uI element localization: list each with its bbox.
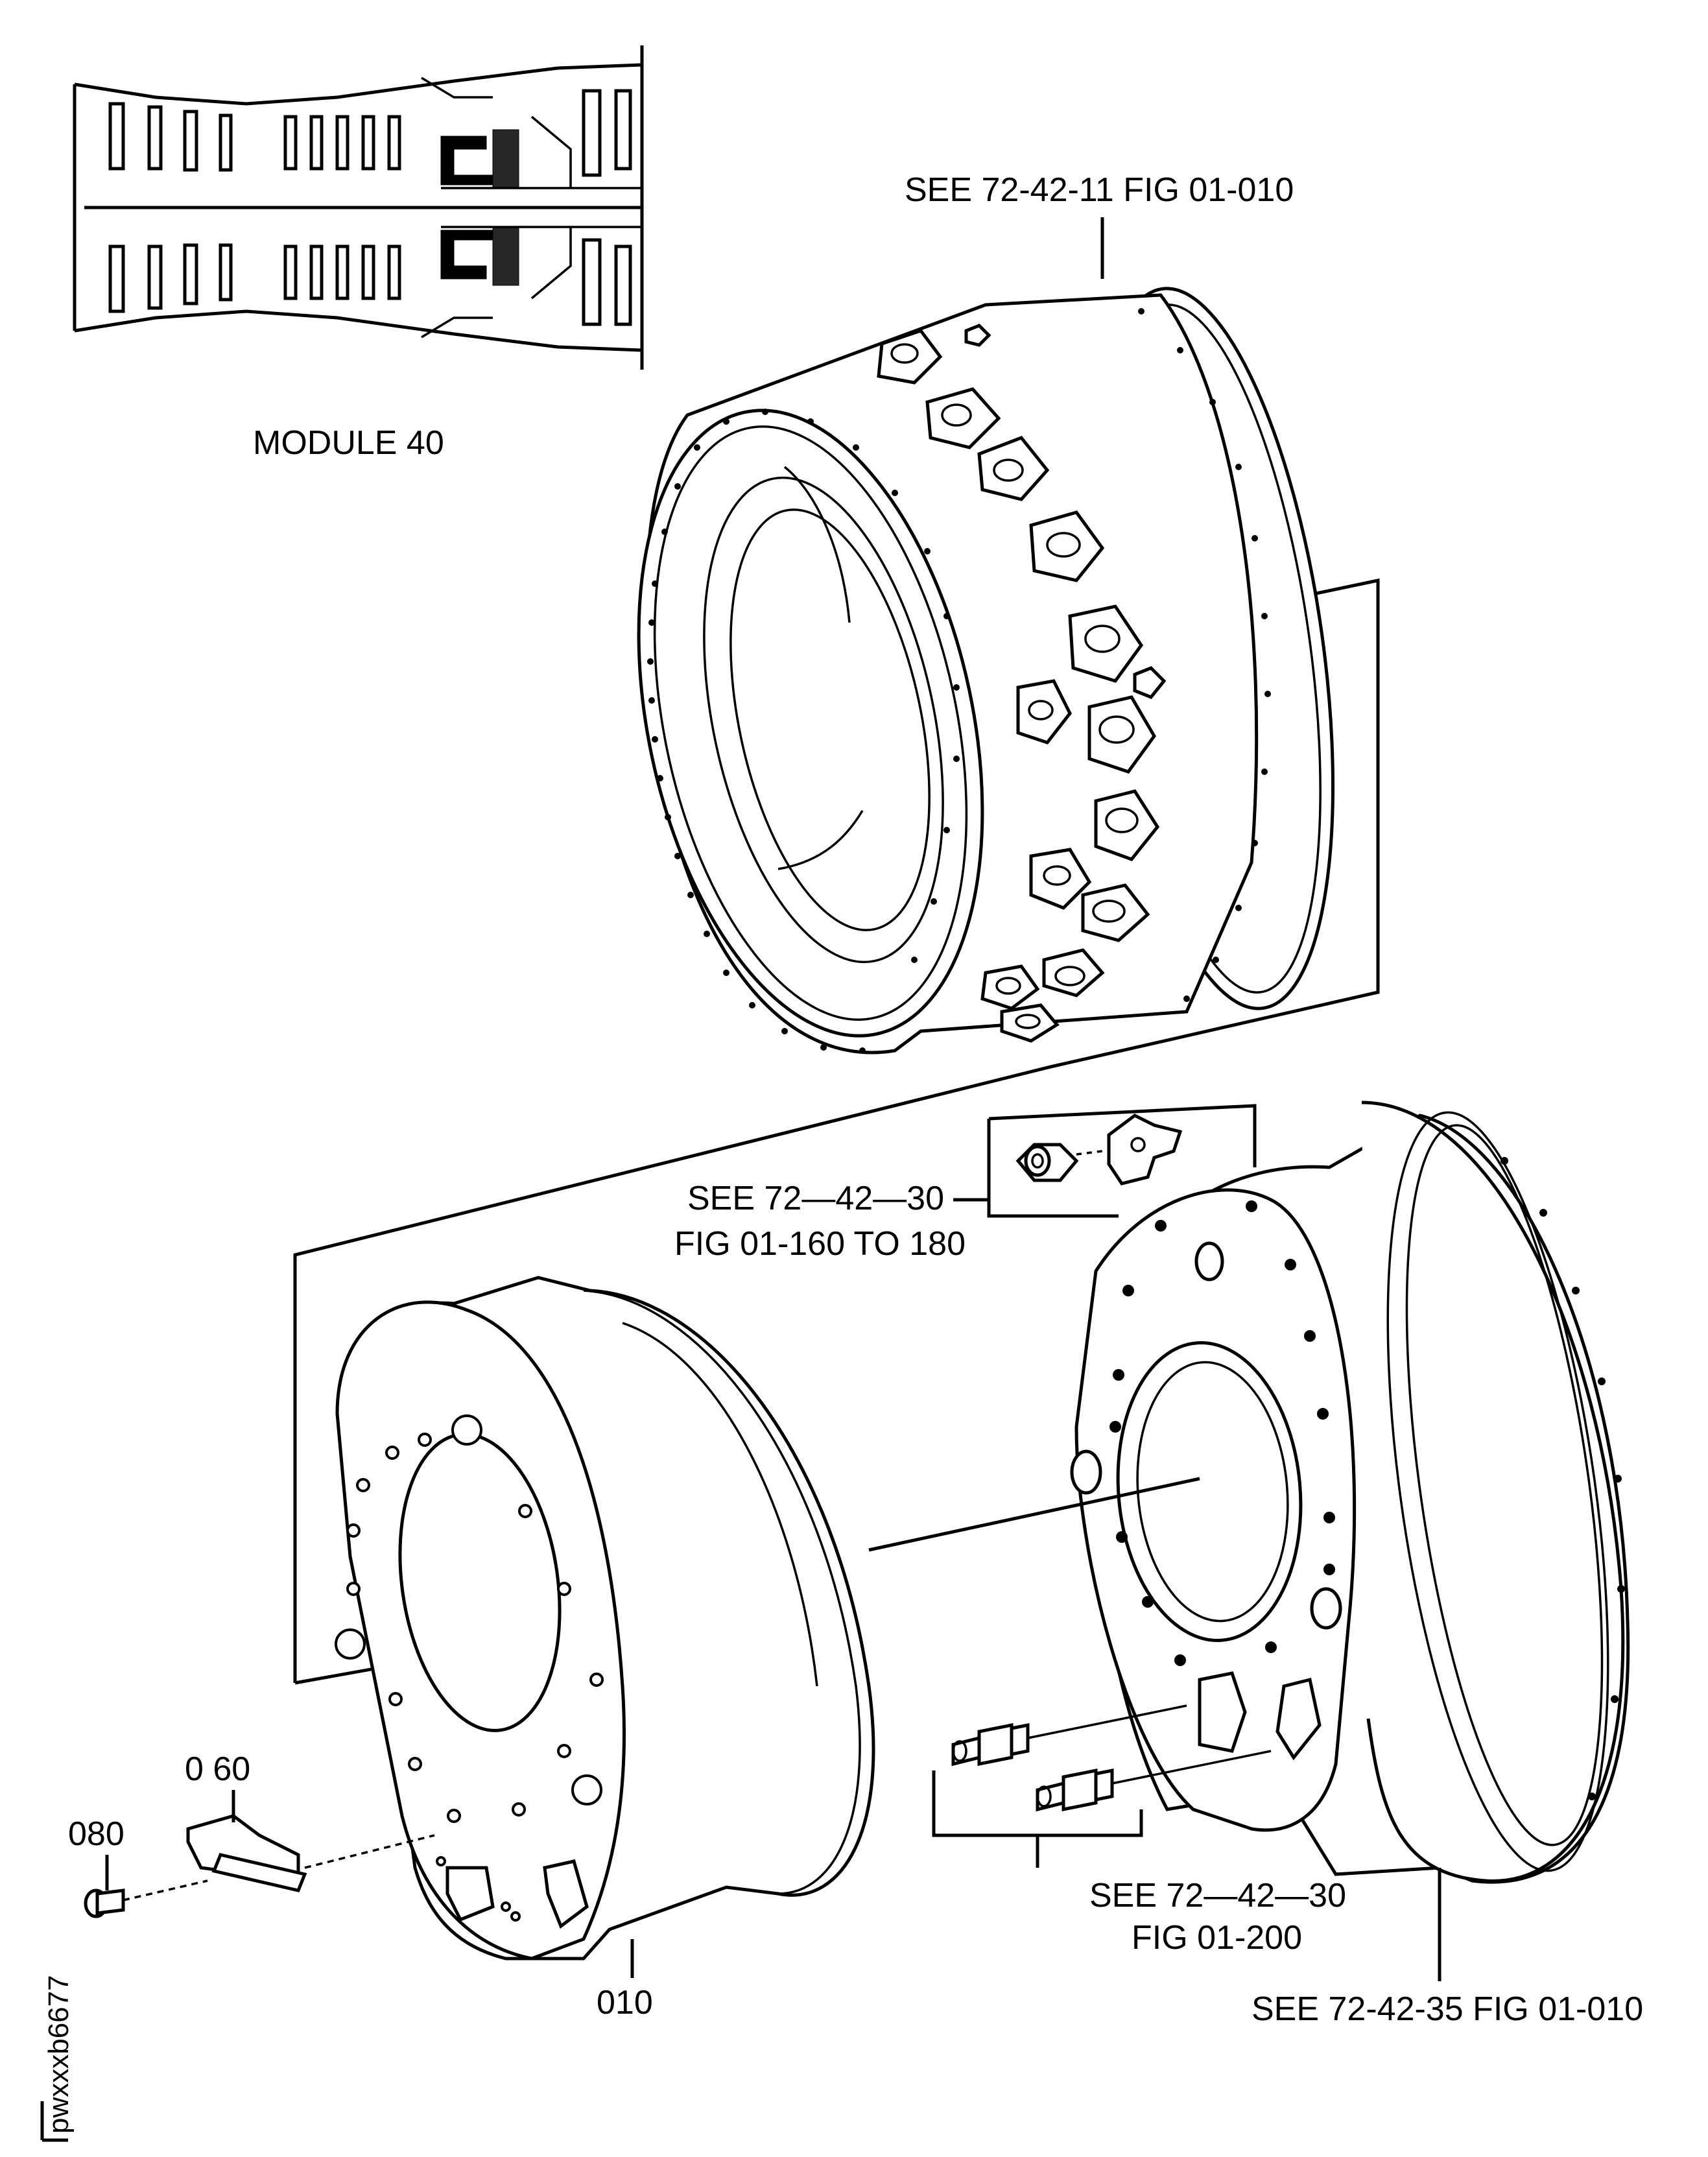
centerline-right: [868, 1477, 1200, 1552]
lock-washer: [1107, 1114, 1183, 1186]
hex-nut: [1015, 1143, 1079, 1182]
module-40-cross-section: [71, 45, 648, 370]
item-060-label: 0 60: [185, 1750, 250, 1788]
see-bot-ref-2: FIG 01-200: [1132, 1919, 1302, 1957]
drawing-id-corner: [40, 2101, 68, 2142]
see-mid-ref-2: FIG 01-160 TO 180: [674, 1225, 966, 1263]
highlighted-module-40: [440, 129, 519, 286]
case-item-010: [335, 1276, 875, 1960]
see-bot-ref-1: SEE 72—42—30: [1089, 1877, 1346, 1914]
see-top-ref: SEE 72-42-11 FIG 01-010: [905, 171, 1294, 209]
item-010-label: 010: [597, 1984, 653, 2021]
item-010-bolt-holes: [335, 1414, 604, 1922]
compressor-blades-upper: [108, 102, 401, 172]
assembly-bracket-line: [293, 578, 1380, 1683]
fitting-lower: [1036, 1768, 1114, 1812]
right-case-holes: [1109, 1200, 1335, 1666]
see-bot-right-ref: SEE 72-42-35 FIG 01-010: [1251, 1990, 1643, 2028]
item-080-label: 080: [68, 1815, 125, 1853]
nut-washer-assembly: [987, 1104, 1257, 1218]
bracket-060: [186, 1790, 435, 1892]
module-label: MODULE 40: [253, 424, 444, 462]
fitting-upper: [951, 1722, 1030, 1767]
see-mid-ref-1: SEE 72—42—30: [687, 1180, 944, 1217]
fittings-assembly: [932, 1704, 1272, 1868]
right-rear-flange-holes: [1500, 1157, 1625, 1800]
right-lower-case: [1070, 1101, 1630, 1884]
flange-bolt-holes: [647, 308, 1271, 1054]
compressor-blades-lower: [108, 243, 401, 313]
bolt-080: [84, 1855, 208, 1918]
fuel-nozzle-bosses: [877, 324, 1167, 1043]
top-combustion-casing: [637, 287, 1335, 1055]
drawing-id: pwxxxb6677: [43, 1975, 75, 2134]
turbine-section: [421, 77, 632, 339]
